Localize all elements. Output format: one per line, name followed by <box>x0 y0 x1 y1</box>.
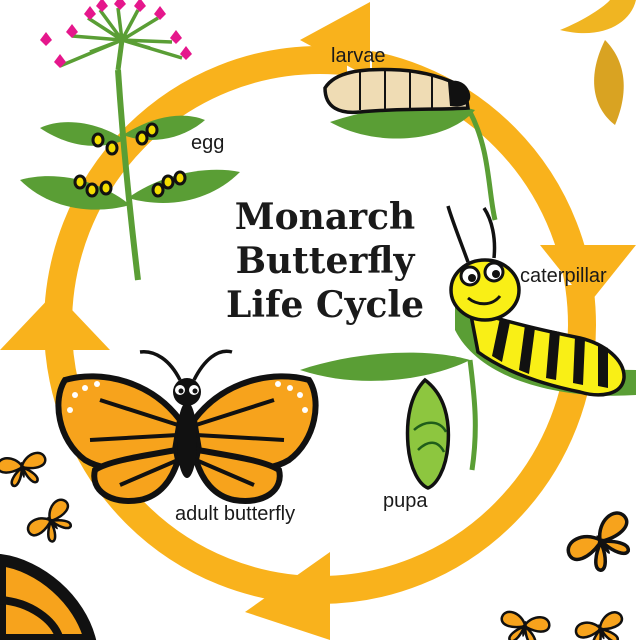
butterfly-icon <box>58 351 315 501</box>
label-egg: egg <box>191 133 224 153</box>
label-adult-butterfly: adult butterfly <box>175 504 295 524</box>
label-caterpillar: caterpillar <box>520 266 607 286</box>
moon-icon <box>560 0 636 33</box>
chrysalis-icon <box>300 353 475 488</box>
leaf-icon <box>594 40 624 125</box>
title-line-2: Butterfly <box>200 239 450 283</box>
label-larvae: larvae <box>331 46 385 66</box>
title-line-3: Life Cycle <box>200 283 450 327</box>
diagram-title: Monarch Butterfly Life Cycle <box>200 195 450 327</box>
title-line-1: Monarch <box>200 195 450 239</box>
caterpillar-icon <box>448 206 636 396</box>
label-pupa: pupa <box>383 491 428 511</box>
arrow-head-left <box>0 292 110 350</box>
